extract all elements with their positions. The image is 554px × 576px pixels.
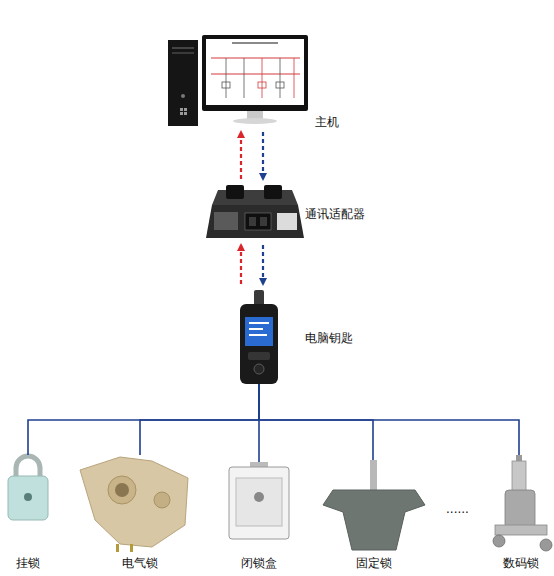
wire-connector (28, 384, 259, 455)
device-label: 通讯适配器 (305, 207, 365, 221)
lock-box-door (236, 478, 282, 526)
lock-node: 电气锁 (78, 455, 190, 547)
digital-lock-bar (495, 525, 547, 535)
electric-lock (80, 457, 188, 552)
wire-connector (259, 384, 519, 455)
os-logo (184, 108, 187, 111)
adapter-node: 通讯适配器 (204, 183, 306, 241)
lock-node: 固定锁 (322, 460, 426, 552)
electric-lock-hole (115, 483, 129, 497)
charging-slot (226, 185, 244, 199)
key-screen (245, 317, 273, 346)
signal-arrow (262, 245, 264, 284)
device-label: 挂锁 (0, 556, 71, 570)
tower-case (168, 40, 198, 126)
os-logo (184, 112, 187, 115)
os-logo (180, 108, 183, 111)
fixed-lock (323, 460, 425, 550)
adapter-panel (214, 212, 238, 230)
device-label: 主机 (315, 115, 339, 129)
screen-line (226, 58, 227, 98)
monitor-neck (247, 111, 263, 119)
adapter-indicator (249, 217, 256, 226)
electric-lock-body (80, 457, 188, 547)
key-screen-line (249, 322, 269, 324)
screen-switch (222, 82, 230, 88)
adapter-sticker (277, 213, 297, 230)
wire-connector (140, 384, 259, 455)
wire-connector (258, 384, 260, 462)
device-label: 电气锁 (68, 556, 212, 570)
digital-lock-knob (540, 539, 552, 551)
signal-arrow (240, 132, 242, 179)
adapter-display (245, 213, 271, 230)
key-screen-line (249, 328, 263, 330)
screen-line (294, 58, 295, 98)
padlock (8, 456, 48, 520)
monitor-base (233, 118, 277, 124)
padlock-body (8, 476, 48, 520)
screen-line (262, 58, 263, 98)
key-buttons (248, 352, 270, 360)
electric-lock-cylinder (108, 476, 136, 504)
fixed-lock-stem (370, 460, 377, 492)
electric-lock-pin (116, 544, 119, 552)
device-label: 电脑钥匙 (305, 331, 353, 345)
device-label: 闭锁盒 (208, 556, 310, 570)
adapter-body (206, 205, 304, 238)
lock-node: 闭锁盒 (228, 462, 290, 540)
padlock-shackle (16, 456, 40, 478)
os-logo (180, 112, 183, 115)
signal-arrow (240, 245, 242, 284)
screen-line (280, 58, 281, 98)
digital-lock (493, 455, 552, 551)
lock-node: 数码锁 (492, 455, 550, 555)
adapter-indicator (260, 217, 267, 226)
ellipsis-label: ...... (446, 502, 469, 516)
device-label: 数码锁 (472, 556, 554, 570)
host-computer (168, 35, 308, 126)
communication-adapter (206, 185, 304, 238)
digital-lock-shaft (512, 461, 526, 491)
screen-line (244, 58, 245, 98)
screen-switch (258, 82, 266, 88)
digital-lock-body (505, 490, 535, 528)
key-body (240, 304, 278, 384)
screen-busbar (211, 58, 300, 59)
computer-key (240, 290, 278, 384)
padlock-keyhole (24, 493, 32, 501)
lock-box (229, 462, 289, 539)
host-node: 主机 (166, 33, 310, 128)
key-screen-line (249, 334, 267, 336)
screen-switch (276, 82, 284, 88)
electric-lock-boss (154, 492, 170, 508)
lock-box-keyhole (254, 492, 264, 502)
drive-bay (172, 47, 194, 49)
digital-lock-knob (493, 535, 505, 547)
device-label: 固定锁 (302, 556, 446, 570)
wire-connector (259, 384, 373, 460)
fixed-lock-body (323, 490, 425, 550)
monitor-screen (206, 39, 304, 105)
key-button (254, 364, 264, 374)
screen-busbar (211, 74, 300, 75)
charging-slot (264, 185, 282, 199)
lock-node: 挂锁 (5, 455, 51, 543)
key-node: 电脑钥匙 (238, 288, 280, 384)
signal-arrow (262, 132, 264, 179)
electric-lock-pin (130, 544, 133, 552)
adapter-top (212, 190, 298, 205)
monitor-frame (202, 35, 308, 111)
screen-title (232, 42, 278, 44)
lock-box-body (229, 467, 289, 539)
drive-bay (172, 52, 194, 54)
power-button (181, 94, 185, 98)
